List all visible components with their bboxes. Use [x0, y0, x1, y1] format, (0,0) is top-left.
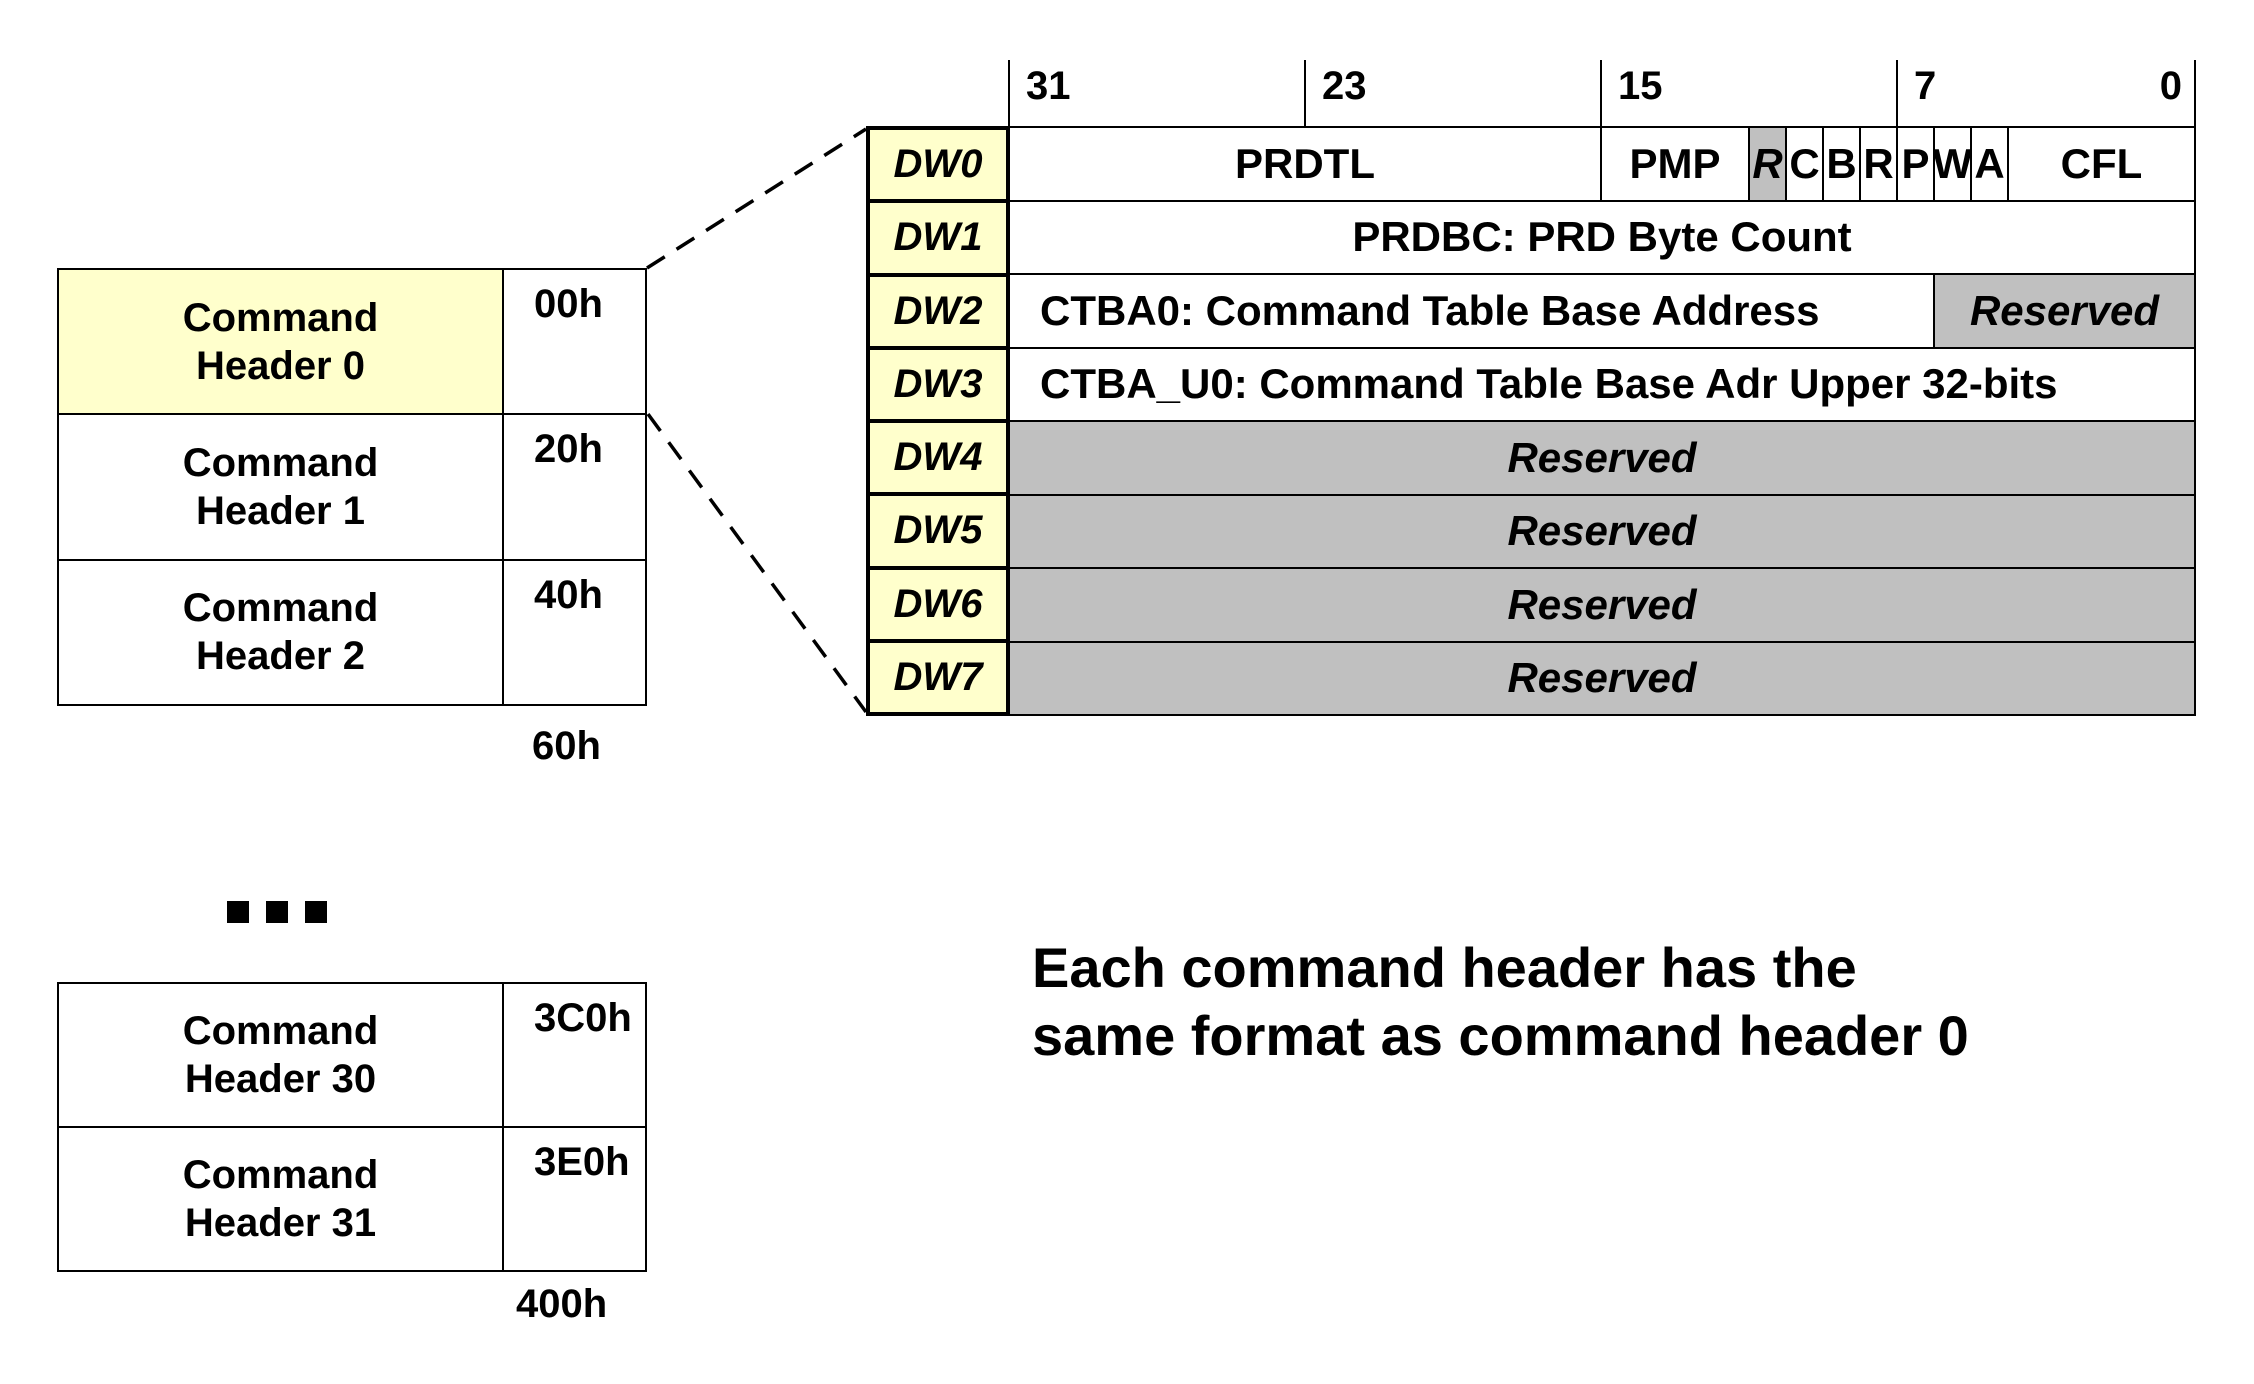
command-header-30-cell: Command Header 30 — [59, 984, 504, 1126]
field-pmp: PMP — [1602, 128, 1750, 200]
ellipsis-dot — [266, 901, 288, 923]
dw5-row: Reserved — [1010, 495, 2194, 569]
bit-tick-23 — [1304, 60, 1306, 128]
dw-field-grid: PRDTL PMP R C B R P W A CFL PRDBC: PRD B… — [1008, 126, 2196, 716]
command-header-30-line1: Command — [182, 1009, 379, 1053]
field-cfl: CFL — [2060, 139, 2143, 187]
field-reserved-dw5: Reserved — [1010, 495, 2194, 567]
command-header-list-top: Command Header 0 00h Command Header 1 20… — [57, 268, 647, 706]
offset-label-20h: 20h — [534, 427, 603, 472]
command-header-30-row: Command Header 30 3C0h — [59, 984, 645, 1128]
dw2-label: DW2 — [866, 272, 1010, 350]
field-reserved-dw2: Reserved — [1935, 275, 2194, 347]
dw6-label: DW6 — [866, 565, 1010, 643]
dw6-row: Reserved — [1010, 569, 2194, 643]
field-w-bit: W — [1935, 128, 1972, 200]
command-header-list-bottom: Command Header 30 3C0h Command Header 31… — [57, 982, 647, 1272]
dw7-label: DW7 — [866, 638, 1010, 716]
command-header-1-cell: Command Header 1 — [59, 415, 504, 559]
caption-line1: Each command header has the — [1032, 936, 1857, 999]
dw0-label: DW0 — [866, 126, 1010, 204]
offset-label-3E0h: 3E0h — [534, 1140, 630, 1184]
command-header-31-row: Command Header 31 3E0h — [59, 1128, 645, 1270]
bit-tick-15 — [1600, 60, 1602, 128]
dw7-row: Reserved — [1010, 642, 2194, 714]
caption-line2: same format as command header 0 — [1032, 1004, 1969, 1067]
bit-number-31: 31 — [1026, 64, 1071, 108]
offset-label-3C0h: 3C0h — [534, 996, 632, 1040]
dw3-row: CTBA_U0: Command Table Base Adr Upper 32… — [1010, 349, 2194, 422]
command-header-30-line2: Header 30 — [184, 1057, 377, 1101]
command-header-1-line1: Command — [182, 440, 379, 485]
ellipsis-dot — [227, 901, 249, 923]
field-prdbc: PRDBC: PRD Byte Count — [1352, 213, 1852, 261]
connector-line-top — [646, 127, 867, 270]
dw0-row: PRDTL PMP R C B R P W A CFL — [1010, 128, 2194, 202]
bit-number-15: 15 — [1618, 64, 1663, 108]
field-ctba-u0: CTBA_U0: Command Table Base Adr Upper 32… — [1040, 360, 2058, 408]
dw1-row: PRDBC: PRD Byte Count — [1010, 202, 2194, 275]
command-header-1-line2: Header 1 — [196, 488, 365, 533]
command-header-31-line1: Command — [182, 1153, 379, 1197]
offset-label-40h: 40h — [534, 572, 603, 617]
command-header-0-line1: Command — [182, 295, 379, 340]
command-header-31-cell: Command Header 31 — [59, 1128, 504, 1270]
command-header-0-row: Command Header 0 00h — [59, 270, 645, 416]
field-ctba0: CTBA0: Command Table Base Address — [1010, 275, 1935, 347]
dw2-row: CTBA0: Command Table Base Address Reserv… — [1010, 275, 2194, 349]
field-reserved-dw4: Reserved — [1010, 422, 2194, 494]
field-prdtl: PRDTL — [1010, 128, 1602, 200]
dw5-label: DW5 — [866, 492, 1010, 570]
field-reserved-bit11: R — [1750, 128, 1787, 200]
command-header-1-row: Command Header 1 20h — [59, 415, 645, 561]
field-r-bit: R — [1861, 128, 1898, 200]
dw1-label: DW1 — [866, 199, 1010, 277]
bit-tick-7 — [1896, 60, 1898, 128]
command-header-0-cell: Command Header 0 — [59, 270, 504, 414]
field-a-bit: A — [1972, 128, 2009, 200]
field-b-bit: B — [1824, 128, 1861, 200]
offset-label-60h: 60h — [532, 724, 601, 768]
offset-label-400h: 400h — [516, 1282, 608, 1326]
command-header-2-line2: Header 2 — [196, 634, 365, 679]
field-reserved-dw7: Reserved — [1010, 642, 2194, 714]
caption-text: Each command header has the same format … — [1032, 934, 1969, 1070]
field-c-bit: C — [1787, 128, 1824, 200]
bit-tick-31 — [1008, 60, 1010, 128]
command-header-2-row: Command Header 2 40h — [59, 560, 645, 704]
command-header-31-line2: Header 31 — [184, 1201, 377, 1245]
ellipsis-dots — [227, 901, 327, 923]
offset-label-00h: 00h — [534, 282, 603, 326]
dw-label-column: DW0 DW1 DW2 DW3 DW4 DW5 DW6 DW7 — [866, 126, 1010, 716]
dw3-label: DW3 — [866, 345, 1010, 423]
field-reserved-dw6: Reserved — [1010, 569, 2194, 641]
field-p-bit: P — [1898, 128, 1935, 200]
bit-number-7: 7 — [1914, 64, 1937, 108]
command-header-2-line1: Command — [182, 586, 379, 631]
command-header-0-line2: Header 0 — [196, 343, 365, 388]
bit-tick-0 — [2194, 60, 2196, 128]
dw4-label: DW4 — [866, 419, 1010, 497]
connector-line-bottom — [646, 412, 868, 714]
ellipsis-dot — [305, 901, 327, 923]
bit-number-23: 23 — [1322, 64, 1367, 108]
dw4-row: Reserved — [1010, 422, 2194, 496]
command-header-2-cell: Command Header 2 — [59, 560, 504, 704]
bit-number-0: 0 — [2159, 64, 2182, 108]
